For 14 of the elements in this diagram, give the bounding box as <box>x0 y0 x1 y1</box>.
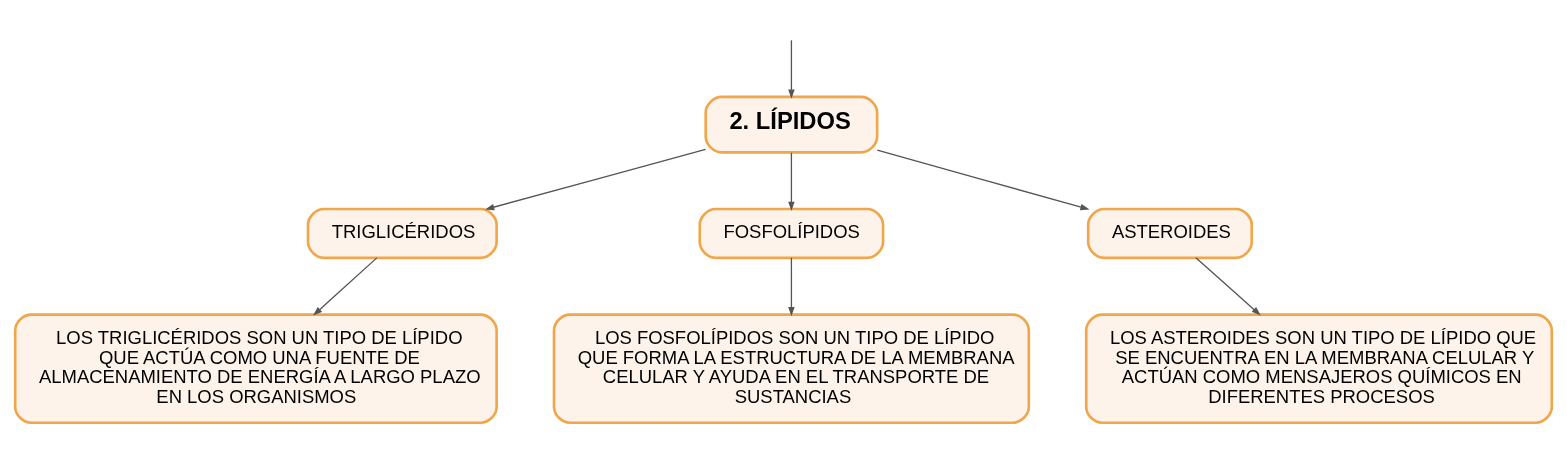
node-box: ASTEROIDES <box>1086 207 1254 259</box>
arrow <box>788 151 795 211</box>
arrow <box>313 256 378 316</box>
arrow <box>1195 256 1261 316</box>
node-box: 2. LÍPIDOS <box>704 95 879 154</box>
arrow <box>788 39 795 99</box>
node-box: LOS ASTEROIDES SON UN TIPO DE LÍPIDO QUE SE ENCUENTRA EN LA MEMBRANA CELULAR Y ACTÚAN COMO MENSAJEROS QUÍMICOS EN DIFERENTES PROCESOS <box>1084 312 1554 424</box>
node-box: TRIGLICÉRIDOS <box>306 207 498 259</box>
arrow <box>485 148 707 210</box>
node-box: FOSFOLÍPIDOS <box>698 207 885 259</box>
node-box: LOS TRIGLICÉRIDOS SON UN TIPO DE LÍPIDO QUE ACTÚA COMO UNA FUENTE DE ALMACENAMIENTO DE ENERGÍA A LARGO PLAZO EN LOS ORGANISMOS <box>13 312 498 424</box>
arrow <box>788 256 795 316</box>
arrow <box>876 148 1090 210</box>
node-box: LOS FOSFOLÍPIDOS SON UN TIPO DE LÍPIDO QUE FORMA LA ESTRUCTURA DE LA MEMBRANA CELULAR Y AYUDA EN EL TRANSPORTE DE SUSTANCIAS <box>552 312 1031 424</box>
